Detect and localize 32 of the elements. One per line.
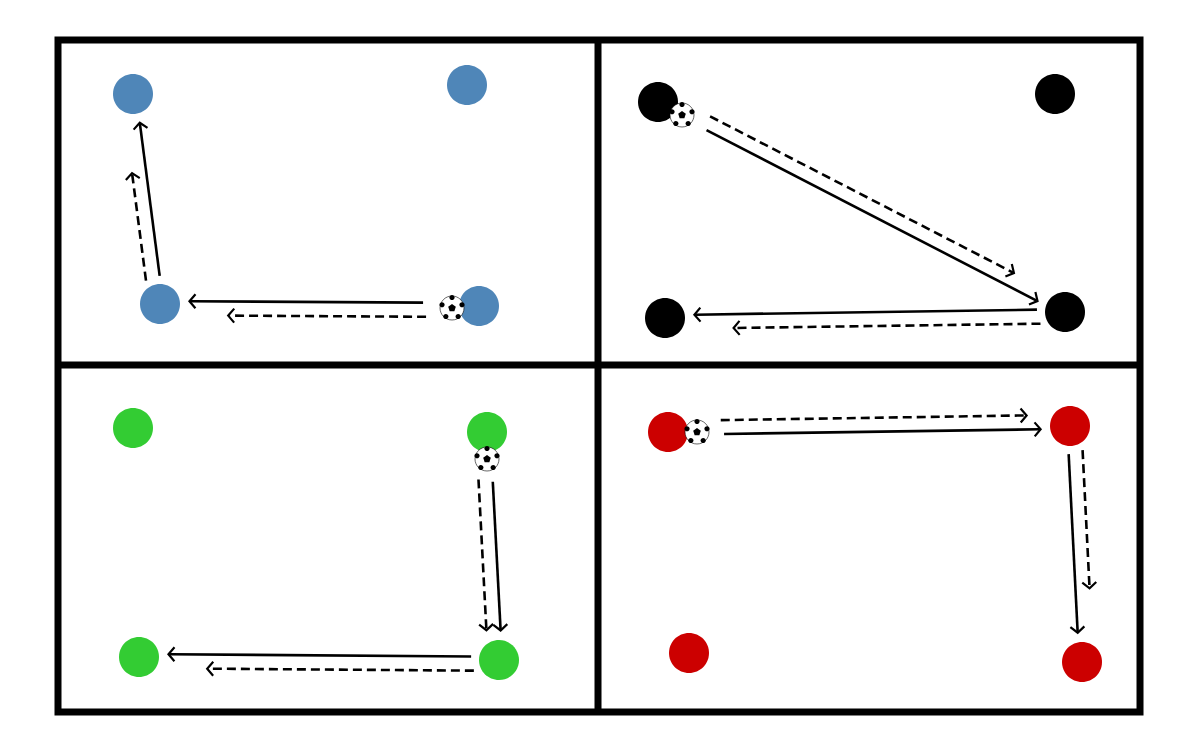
arrow: [720, 407, 1029, 424]
player-marker: [140, 284, 180, 324]
arrow: [188, 293, 424, 309]
player-marker: [648, 412, 688, 452]
arrow: [167, 646, 472, 662]
arrow: [692, 306, 1037, 323]
player-marker: [1062, 642, 1102, 682]
arrow: [1081, 450, 1097, 590]
arrow: [724, 421, 1043, 438]
arrow: [705, 128, 1039, 306]
arrow: [132, 121, 161, 277]
player-marker: [1035, 74, 1075, 114]
player-marker: [479, 640, 519, 680]
arrow: [1067, 454, 1086, 635]
player-marker: [645, 298, 685, 338]
player-marker: [638, 82, 678, 122]
player-marker: [113, 408, 153, 448]
player-marker: [1050, 406, 1090, 446]
player-marker: [459, 286, 499, 326]
player-marker: [113, 74, 153, 114]
arrow: [709, 115, 1016, 278]
arrow: [732, 320, 1041, 336]
player-marker: [669, 633, 709, 673]
player-marker: [119, 637, 159, 677]
arrow: [125, 171, 148, 281]
player-marker: [467, 412, 507, 452]
player-marker: [447, 65, 487, 105]
arrow: [226, 307, 427, 324]
arrow: [477, 479, 494, 632]
player-marker: [1045, 292, 1085, 332]
arrow: [205, 661, 474, 677]
arrow: [491, 481, 509, 632]
